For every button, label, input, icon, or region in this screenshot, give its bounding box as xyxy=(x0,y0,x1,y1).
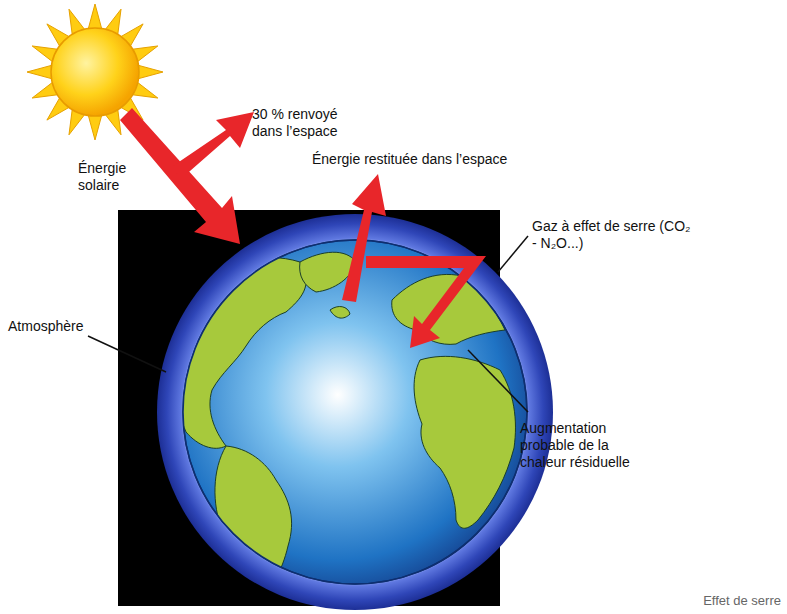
energy-arrows xyxy=(120,108,486,348)
sun xyxy=(27,4,163,140)
atmosphere-label: Atmosphère xyxy=(8,318,108,335)
figure-caption: Effet de serre xyxy=(703,593,781,608)
leader-lines xyxy=(88,236,528,412)
sun-label: Énergie solaire xyxy=(78,160,142,194)
gas-label: Gaz à effet de serre (CO₂ - N₂O...) xyxy=(532,218,692,252)
heat-label: Augmentation probable de la chaleur rési… xyxy=(520,420,652,471)
reflection-label: 30 % renvoyé dans l’espace xyxy=(252,106,356,140)
emission-label: Énergie restituée dans l’espace xyxy=(312,151,552,168)
